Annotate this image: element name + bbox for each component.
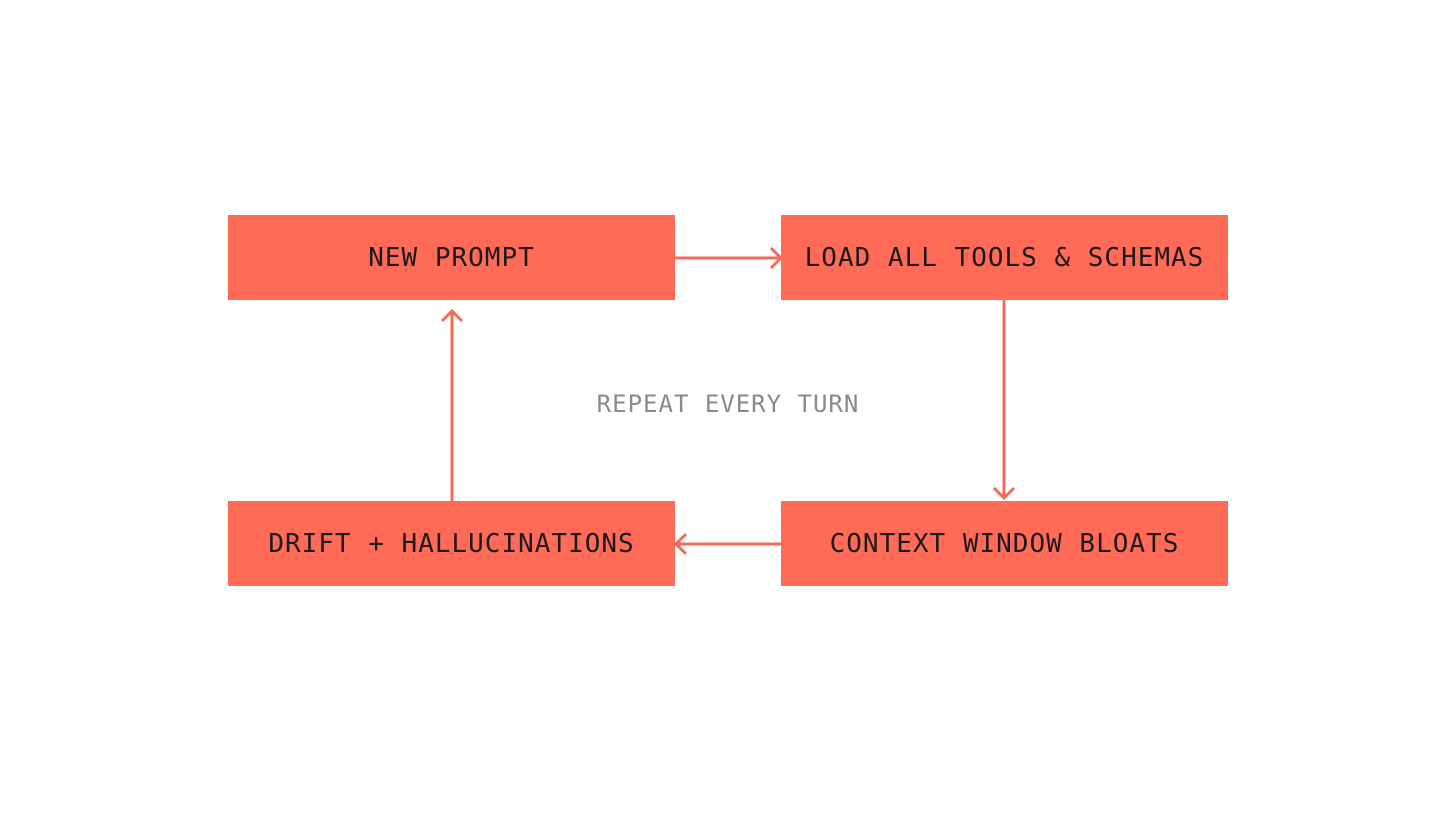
node-context-bloats: CONTEXT WINDOW BLOATS (781, 501, 1228, 586)
node-load-tools-label: LOAD ALL TOOLS & SCHEMAS (804, 242, 1205, 273)
arrow-drift-to-prompt (440, 308, 464, 501)
node-new-prompt-label: NEW PROMPT (368, 242, 535, 273)
arrow-tools-to-context (992, 300, 1016, 501)
node-context-bloats-label: CONTEXT WINDOW BLOATS (829, 528, 1180, 559)
arrow-prompt-to-tools (675, 246, 784, 270)
node-drift: DRIFT + HALLUCINATIONS (228, 501, 675, 586)
node-new-prompt: NEW PROMPT (228, 215, 675, 300)
node-drift-label: DRIFT + HALLUCINATIONS (268, 528, 635, 559)
repeat-label: REPEAT EVERY TURN (596, 390, 860, 418)
node-load-tools: LOAD ALL TOOLS & SCHEMAS (781, 215, 1228, 300)
arrow-context-to-drift (673, 532, 781, 556)
